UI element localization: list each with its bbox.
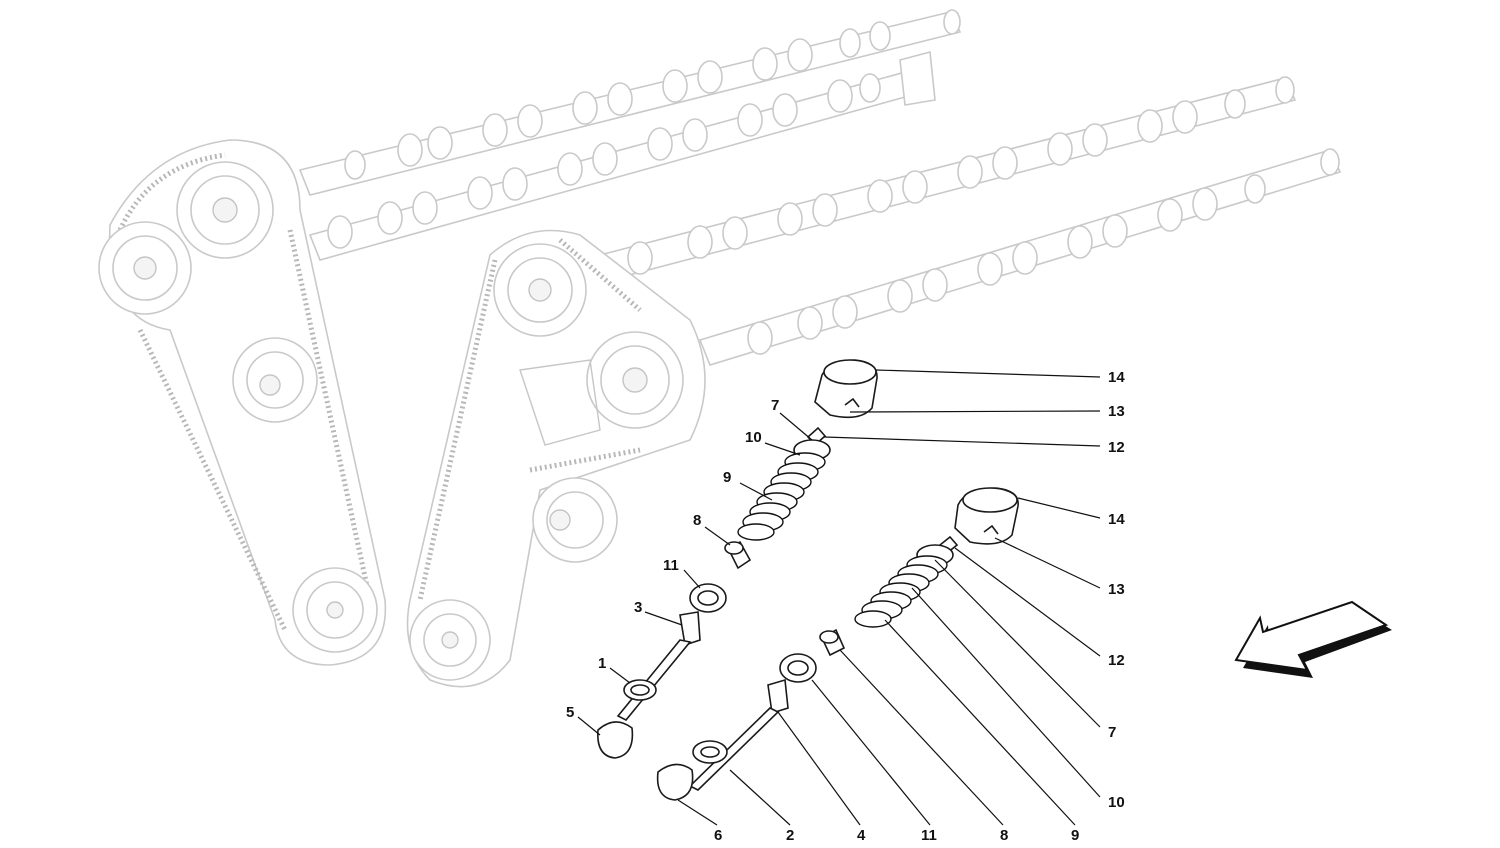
valve-spring-lower [854, 544, 954, 628]
callout-3: 3 [634, 599, 642, 616]
valve-spring-upper [737, 439, 831, 541]
callout-13-lower: 13 [1108, 581, 1125, 598]
right-cam-pulley-lower [586, 331, 684, 429]
left-timing-belt-drive [98, 139, 387, 666]
camshaft-4 [698, 148, 1342, 366]
valve-guide-lower [767, 678, 789, 715]
callout-6: 6 [714, 827, 722, 844]
camshaft-2 [308, 50, 936, 261]
valve-upper [597, 639, 692, 759]
spring-seat-upper [689, 583, 727, 613]
camshaft-3 [598, 76, 1297, 281]
callout-8-lower: 8 [1000, 827, 1008, 844]
callout-11-upper: 11 [663, 557, 679, 574]
spring-seat-lower [779, 653, 817, 683]
callout-14-upper: 14 [1108, 369, 1125, 386]
camshaft-assembly-background [298, 9, 1342, 366]
callout-7-upper: 7 [771, 397, 779, 414]
bucket-tappet-upper [814, 359, 878, 419]
callout-8-upper: 8 [693, 512, 701, 529]
front-direction-arrow-icon [1234, 600, 1392, 678]
left-cam-pulley-lower [98, 221, 192, 315]
callout-7-lower: 7 [1108, 724, 1116, 741]
right-timing-belt-drive [406, 229, 706, 688]
valve-lower [656, 707, 780, 801]
callout-4: 4 [857, 827, 866, 844]
callout-9-upper: 9 [723, 469, 731, 486]
callout-9-lower: 9 [1071, 827, 1079, 844]
callout-12-upper: 12 [1108, 439, 1125, 456]
valve-guide-upper [679, 611, 701, 647]
callout-13-upper: 13 [1108, 403, 1125, 420]
right-cam-pulley-upper [493, 243, 587, 337]
callout-5: 5 [566, 704, 574, 721]
left-crank-pulley [292, 567, 378, 653]
upper-valve-stack [597, 359, 878, 759]
callout-10-lower: 10 [1108, 794, 1125, 811]
callout-12-lower: 12 [1108, 652, 1125, 669]
bucket-tappet-lower [954, 487, 1019, 545]
callout-1: 1 [598, 655, 606, 672]
callout-14-lower: 14 [1108, 511, 1125, 528]
valve-stem-seal-upper [724, 540, 752, 570]
callout-10-upper: 10 [745, 429, 762, 446]
leader-lines [577, 369, 1101, 826]
callout-2: 2 [786, 827, 794, 844]
left-cam-pulley-upper [176, 161, 274, 259]
valve-stem-seal-lower [819, 628, 846, 657]
right-crank-pulley [409, 599, 491, 681]
lower-valve-stack [656, 487, 1019, 801]
callout-labels: 14 13 12 7 10 9 8 11 3 1 5 14 13 12 7 10… [566, 369, 1125, 844]
camshaft-1 [298, 9, 962, 196]
right-tensioner-pulley [532, 477, 618, 563]
left-tensioner-pulley [232, 337, 318, 423]
callout-11-lower: 11 [921, 827, 937, 844]
